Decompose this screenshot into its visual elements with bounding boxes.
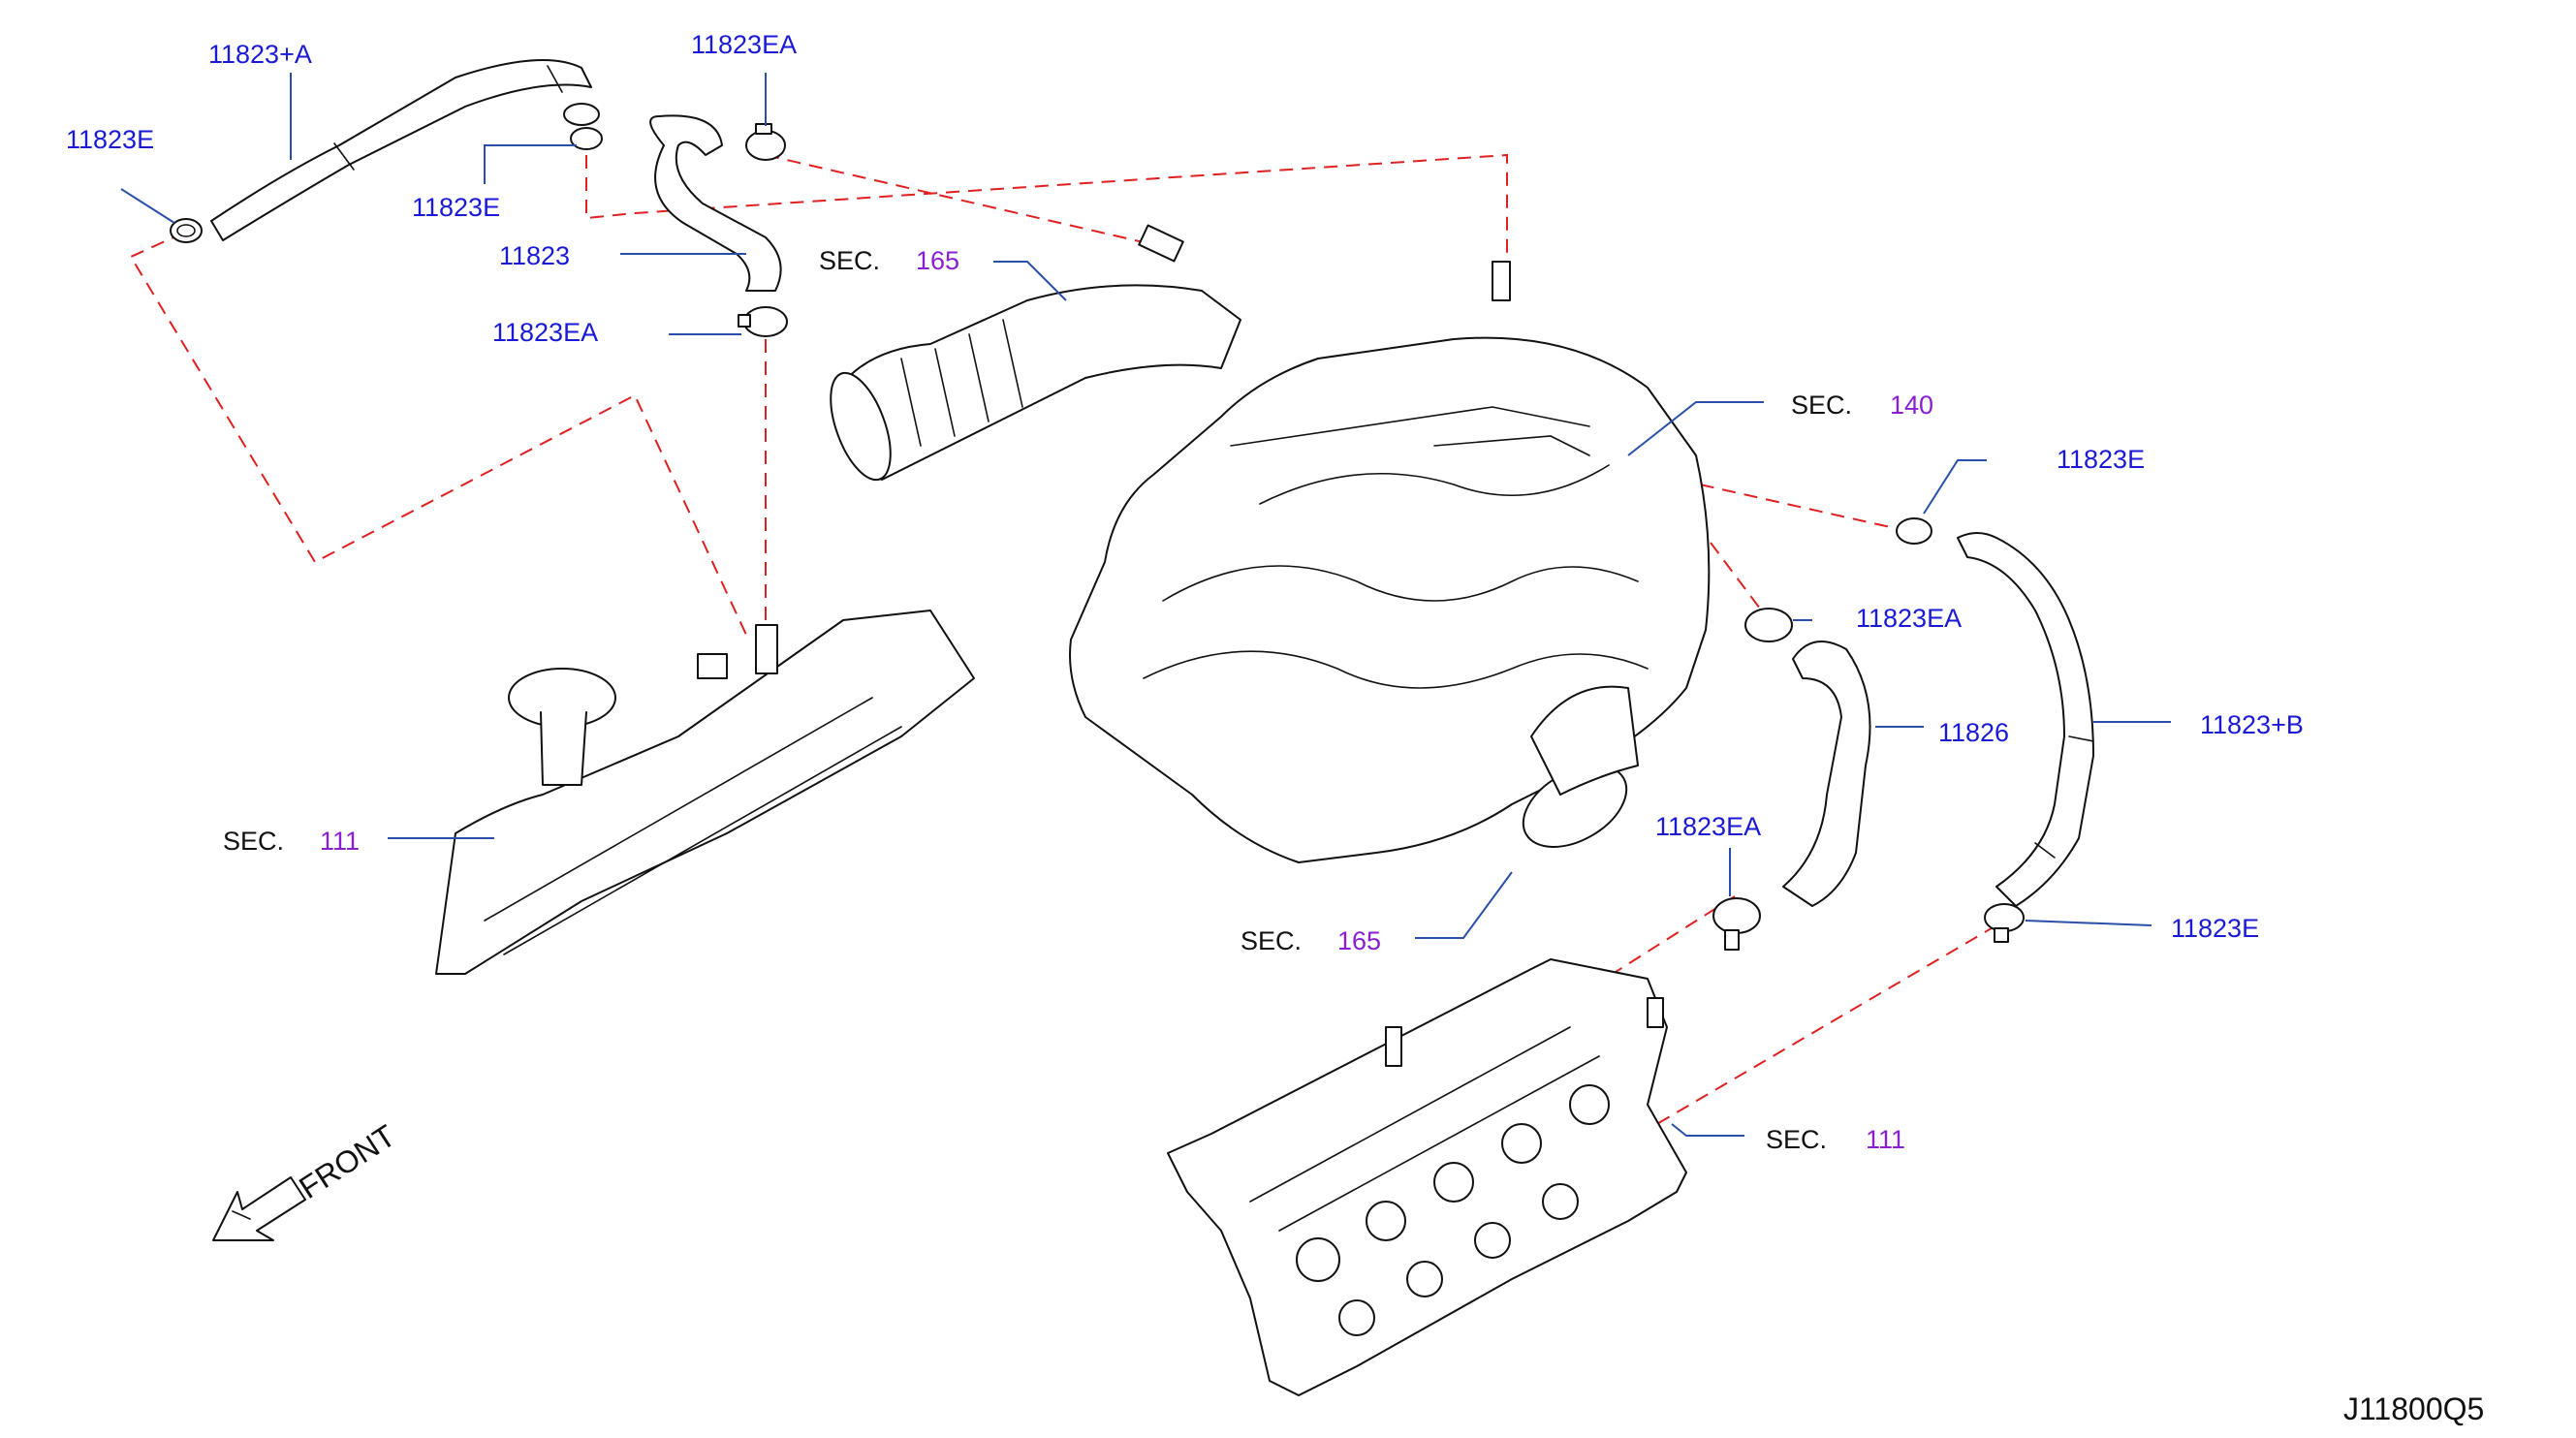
label-11823ea-lower: 11823EA — [1655, 812, 1761, 841]
label-11823e-mid: 11823E — [412, 193, 500, 222]
hose-11823-a — [210, 59, 592, 241]
sec-word-140: SEC. — [1791, 391, 1852, 420]
label-11823-b: 11823+B — [2200, 710, 2304, 739]
label-11826: 11826 — [1938, 718, 2009, 747]
label-11823e-left: 11823E — [66, 125, 154, 154]
front-arrow — [212, 1176, 306, 1241]
hose-11826 — [1782, 641, 1871, 907]
clamp-11823e-right-top — [1896, 517, 1932, 545]
sec-word-111-left: SEC. — [223, 827, 284, 856]
label-11823ea-mid: 11823EA — [492, 318, 598, 347]
hose-11823-b — [1957, 532, 2094, 907]
diagram-id: J11800Q5 — [2343, 1391, 2484, 1426]
rocker-cover-left — [435, 610, 975, 975]
clamp-11823e-lower-right — [1984, 903, 2025, 943]
sec-word-165-top: SEC. — [819, 246, 880, 275]
sec-word-165-bottom: SEC. — [1241, 926, 1302, 955]
clamp-11823ea-mid — [738, 306, 788, 337]
label-11823: 11823 — [499, 241, 570, 270]
sec-140: 140 — [1890, 391, 1933, 420]
front-label: FRONT — [293, 1118, 401, 1205]
sec-165-top: 165 — [916, 246, 959, 275]
clamp-11823e-left — [170, 218, 203, 243]
label-11823ea-right: 11823EA — [1856, 604, 1962, 633]
clamp-11823ea-top — [745, 123, 786, 161]
clamp-11823e-mid — [563, 103, 603, 150]
rocker-cover-right — [1167, 958, 1687, 1396]
intake-manifold — [1069, 224, 1711, 863]
clamp-11823ea-right — [1744, 608, 1793, 642]
hose-11823 — [649, 114, 782, 292]
label-11823-a: 11823+A — [208, 40, 312, 69]
label-11823ea-top: 11823EA — [691, 30, 797, 59]
label-11823e-lower-right: 11823E — [2171, 914, 2259, 943]
leader-lines — [120, 73, 2171, 1137]
sec-111-left: 111 — [320, 827, 360, 856]
intake-duct-upper — [830, 284, 1241, 482]
sec-word-111-right: SEC. — [1766, 1125, 1827, 1154]
clamp-11823ea-lower — [1712, 897, 1761, 951]
sec-111-right: 111 — [1866, 1125, 1905, 1154]
label-11823e-right-top: 11823E — [2057, 445, 2145, 474]
sec-165-bottom: 165 — [1337, 926, 1381, 955]
